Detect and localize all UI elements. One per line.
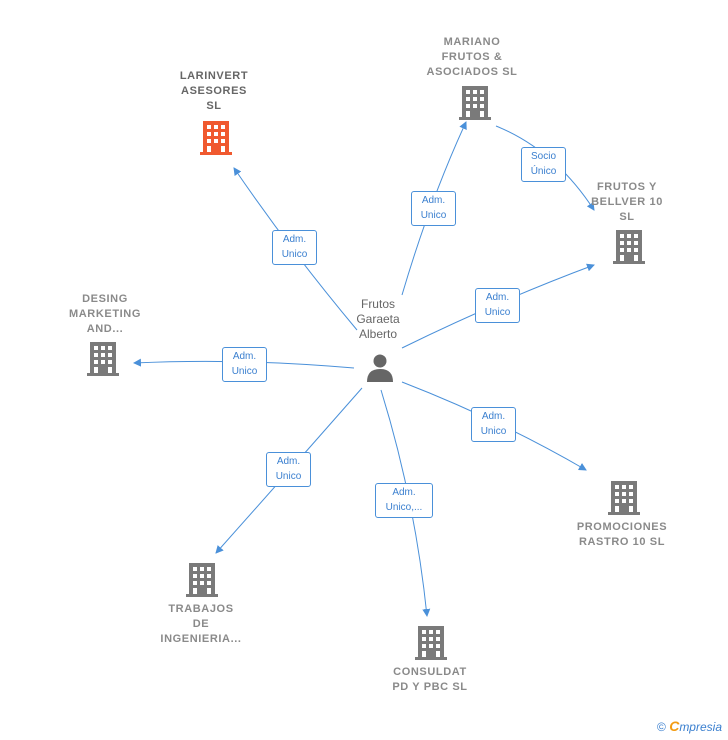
company-label-mariano[interactable]: MARIANO FRUTOS & ASOCIADOS SL <box>426 36 518 78</box>
person-icon[interactable] <box>365 352 395 382</box>
building-icon[interactable] <box>415 626 447 660</box>
empresia-logo-text: mpresia <box>679 720 722 734</box>
edge-label-mariano[interactable]: Adm. Unico <box>411 191 456 226</box>
edge-label-larinvert[interactable]: Adm. Unico <box>272 230 317 265</box>
building-icon[interactable] <box>608 481 640 515</box>
company-label-larinvert[interactable]: LARINVERT ASESORES SL <box>179 70 249 112</box>
edge-label-trabajos[interactable]: Adm. Unico <box>266 452 311 487</box>
empresia-logo-initial: C <box>669 718 680 734</box>
company-label-frutos-bellver[interactable]: FRUTOS Y BELLVER 10 SL <box>591 181 663 223</box>
company-label-desing[interactable]: DESING MARKETING AND... <box>68 293 141 335</box>
building-icon[interactable] <box>200 121 232 155</box>
empresia-credit: © Cmpresia <box>657 718 722 734</box>
copyright-icon: © <box>657 720 666 734</box>
building-icon[interactable] <box>186 563 218 597</box>
edge-label-desing[interactable]: Adm. Unico <box>222 347 267 382</box>
edge-label-socio-unico[interactable]: Socio Único <box>521 147 566 182</box>
company-label-consuldat[interactable]: CONSULDAT PD Y PBC SL <box>392 666 468 693</box>
edge-label-consuldat[interactable]: Adm. Unico,... <box>375 483 433 518</box>
edge-label-promociones[interactable]: Adm. Unico <box>471 407 516 442</box>
company-label-trabajos[interactable]: TRABAJOS DE INGENIERIA... <box>160 603 242 645</box>
company-label-promociones[interactable]: PROMOCIONES RASTRO 10 SL <box>576 521 668 548</box>
building-icon[interactable] <box>613 230 645 264</box>
building-icon[interactable] <box>87 342 119 376</box>
building-icon[interactable] <box>459 86 491 120</box>
edge-label-frutos-bellver[interactable]: Adm. Unico <box>475 288 520 323</box>
person-label: Frutos Garaeta Alberto <box>356 297 400 341</box>
